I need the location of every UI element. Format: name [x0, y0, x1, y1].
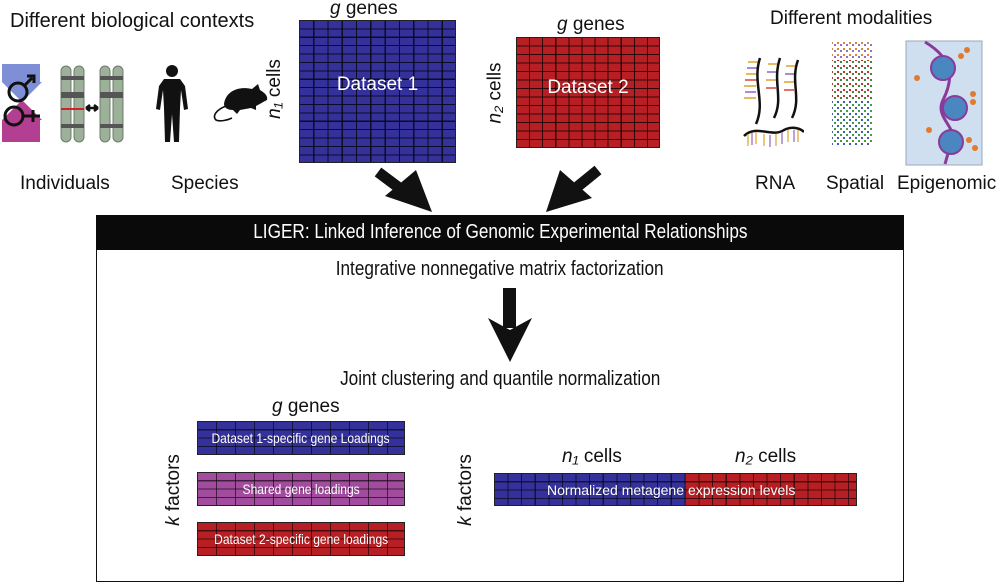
dataset1-title: Dataset 1	[336, 73, 419, 95]
metagene-dataset1-matrix: Normalized metagene	[494, 473, 686, 506]
shared-loadings-matrix: Shared gene loadings	[197, 472, 405, 506]
genes-text: genes	[572, 14, 625, 35]
factors-text: factors	[162, 454, 184, 512]
modalities-heading: Different modalities	[770, 8, 933, 29]
sex-symbols-icon	[2, 64, 124, 143]
dataset2-matrix: Dataset 2	[516, 37, 660, 148]
arrow-dataset2-icon	[546, 165, 602, 212]
metagene-n2-label: n₂ cells	[735, 446, 796, 468]
step-nmf: Integrative nonnegative matrix factoriza…	[96, 258, 904, 281]
var-g: g	[330, 0, 341, 19]
individuals-label: Individuals	[20, 173, 110, 194]
mouse-silhouette-icon	[213, 84, 268, 122]
factors-text: factors	[454, 454, 476, 512]
genes-text: genes	[287, 396, 340, 417]
dataset1-loadings-label: Dataset 1-specific gene Loadings	[211, 430, 391, 446]
liger-title-bar: LIGER: Linked Inference of Genomic Exper…	[96, 215, 904, 250]
metagene-label-part1: Normalized metagene	[547, 481, 684, 498]
var-n2: n₂	[735, 446, 753, 467]
rna-icon	[743, 57, 804, 147]
step-nmf-text: Integrative nonnegative matrix factoriza…	[336, 258, 664, 280]
dataset2-title: Dataset 2	[547, 76, 629, 98]
var-k: k	[454, 516, 476, 526]
metagene-n1-label: n₁ cells	[562, 446, 622, 468]
metagene-dataset2-matrix: expression levels	[686, 473, 857, 506]
dataset1-matrix: Dataset 1	[299, 20, 456, 163]
var-k: k	[162, 516, 184, 526]
metagene-label-part2: expression levels	[688, 481, 796, 498]
step-clustering-text: Joint clustering and quantile normalizat…	[339, 368, 661, 390]
biological-contexts-heading: Different biological contexts	[10, 10, 255, 32]
var-g: g	[557, 14, 568, 35]
dataset1-loadings-matrix: Dataset 1-specific gene Loadings	[197, 421, 405, 455]
cells-text: cells	[758, 446, 797, 467]
epigenomic-icon	[905, 40, 983, 166]
dataset1-genes-label: g genes	[330, 0, 398, 20]
dataset2-loadings-matrix: Dataset 2-specific gene loadings	[197, 522, 405, 556]
dataset2-loadings-label: Dataset 2-specific gene loadings	[213, 531, 389, 547]
shared-loadings-label: Shared gene loadings	[242, 481, 360, 497]
epigenomic-label: Epigenomic	[897, 173, 996, 194]
dataset2-genes-label: g genes	[557, 14, 625, 36]
var-g: g	[272, 396, 283, 417]
spatial-label: Spatial	[826, 173, 885, 194]
cells-text: cells	[583, 446, 622, 467]
rna-label: RNA	[755, 173, 796, 194]
arrow-dataset1-icon	[374, 167, 432, 212]
spatial-icon	[832, 42, 872, 145]
human-silhouette-icon	[156, 65, 188, 142]
metagene-factors-label: k factors	[455, 454, 477, 526]
species-label: Species	[171, 173, 239, 194]
arrow-down-icon	[488, 288, 532, 362]
genes-text: genes	[345, 0, 398, 19]
loadings-factors-label: k factors	[163, 454, 185, 526]
step-clustering: Joint clustering and quantile normalizat…	[96, 368, 904, 391]
loadings-genes-label: g genes	[272, 396, 340, 418]
liger-title: LIGER: Linked Inference of Genomic Exper…	[252, 221, 748, 243]
var-n1: n₁	[562, 446, 579, 467]
